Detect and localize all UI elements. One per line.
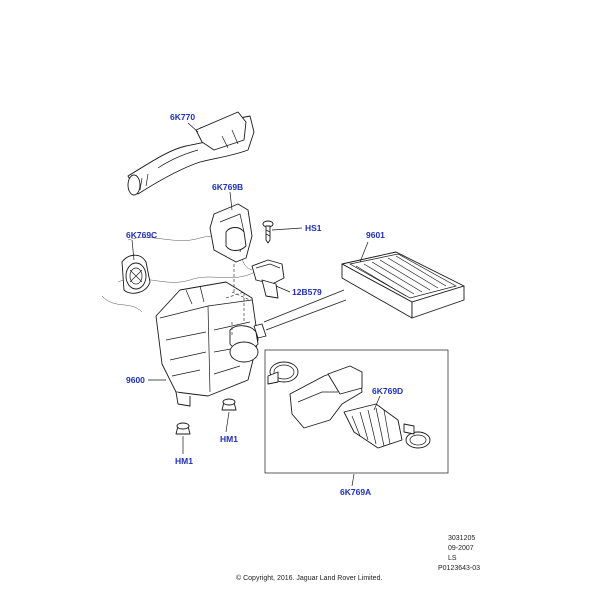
callout-HM1-right: HM1	[220, 434, 238, 444]
leader-lines	[131, 122, 381, 487]
callout-6K770: 6K770	[170, 112, 195, 122]
air-cleaner-9600	[155, 281, 267, 407]
seal-6K769C	[121, 254, 151, 294]
assembly-guides	[225, 262, 251, 336]
sensor-12B579	[251, 259, 285, 299]
ref-code: P0123643-03	[438, 565, 480, 572]
callout-6K769D: 6K769D	[372, 386, 403, 396]
callout-HM1-left: HM1	[175, 456, 193, 466]
ref-date: 09-2007	[448, 545, 474, 552]
duct-assembly-6K769A	[264, 349, 449, 474]
ref-initials: LS	[448, 555, 457, 562]
reference-block: 3031205 09-2007 LS P0123643-03	[438, 535, 480, 572]
grommet-HM1-right	[221, 398, 237, 411]
seal-6K769B	[209, 203, 253, 263]
callout-6K769C: 6K769C	[126, 230, 157, 240]
callout-6K769A: 6K769A	[340, 487, 371, 497]
intake-duct-6K770	[127, 111, 255, 196]
filter-element-9601	[341, 251, 465, 319]
grommet-HM1-left	[175, 422, 191, 435]
callout-labels: 6K770 6K769B 6K769C HS1 9601 12B579 9600…	[126, 112, 403, 497]
ref-number: 3031205	[448, 535, 475, 542]
callout-9600: 9600	[126, 375, 145, 385]
callout-HS1: HS1	[305, 223, 322, 233]
screw-HS1	[262, 220, 274, 244]
callout-12B579: 12B579	[292, 287, 322, 297]
callout-6K769B: 6K769B	[212, 182, 243, 192]
copyright-text: © Copyright, 2016. Jaguar Land Rover Lim…	[236, 574, 382, 582]
callout-9601: 9601	[366, 230, 385, 240]
